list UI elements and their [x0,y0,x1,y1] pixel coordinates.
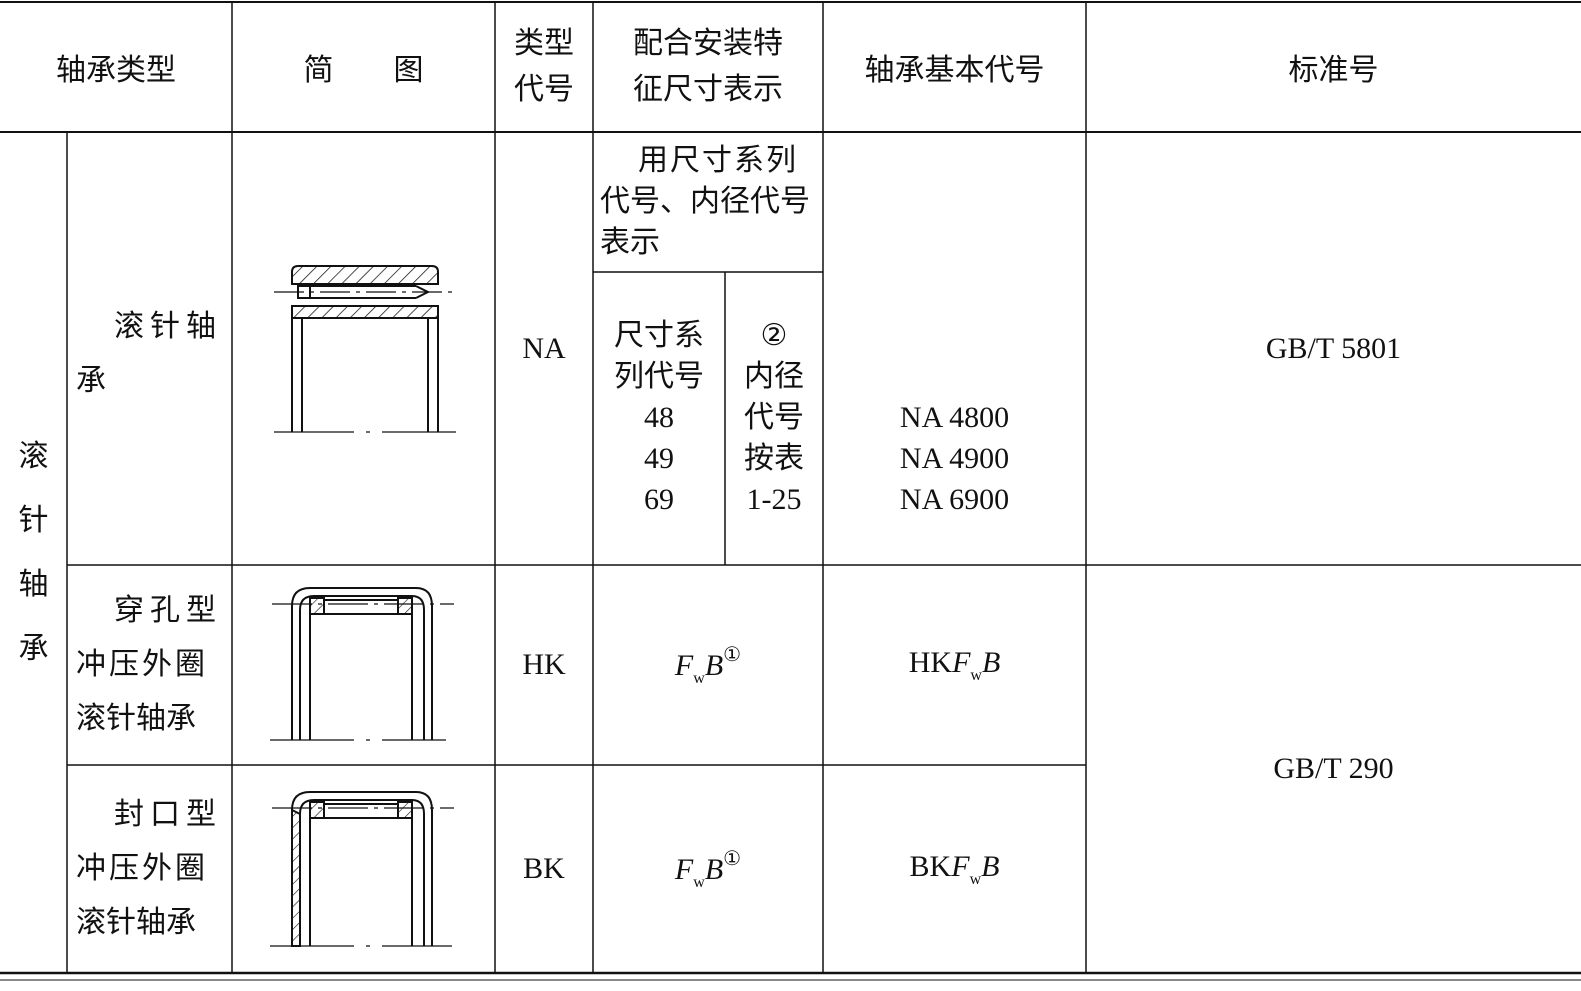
row-na-standard: GB/T 5801 [1265,331,1402,365]
header-bearing-type: 轴承类型 [56,53,176,88]
header-fit-dims-line2: 征尺寸表示 [633,72,783,107]
row-hk-name-line2: 冲压外圈 [76,647,208,682]
basic-prefix: BK [909,849,952,883]
header-type-code-line2: 代号 [514,72,574,107]
basic-code-item: NA 4800 [899,401,1010,434]
basic-B: B [981,645,1001,679]
row-na-name-line1: 滚针轴 [114,309,222,344]
row-bk-fit: FwB① [593,765,823,973]
row-na-name: 滚针轴 承 [76,300,226,408]
row-na-fit-left-line2: 列代号 [614,359,704,394]
fit-F: F [674,649,694,682]
row-hk-fit: FwB① [593,565,823,765]
group-label-char: 轴 [18,566,49,602]
row-na-fit-left-line1: 尺寸系 [614,318,704,353]
group-label-char: 承 [18,630,49,666]
row-bk-name-line2: 冲压外圈 [76,851,208,886]
row-na-fit-top-line1: 用尺寸系列 [638,143,798,178]
fit-right-line: 代号 [744,400,804,435]
basic-w: w [969,870,982,888]
header-type-code-line1: 类型 [514,26,574,61]
fit-note: ① [723,644,742,666]
basic-prefix: HK [908,645,953,679]
row-na-fit-left: 尺寸系 列代号 48 49 69 [593,315,725,520]
hk-bearing-sketch [270,587,454,741]
fit-B: B [704,853,724,886]
fit-right-line: 1-25 [746,483,802,516]
basic-F: F [952,645,971,679]
bk-bearing-sketch [270,791,454,947]
header-sketch: 简 图 [232,2,495,132]
row-na-basic-codes: NA 4800 NA 4900 NA 6900 [823,397,1086,520]
header-sketch-label: 简 图 [303,53,424,88]
row-na-fit-top-line2: 代号、内径代号 [600,184,810,219]
row-hk-bk-standard: GB/T 290 [1273,752,1394,785]
fit-note: ① [723,848,742,870]
fit-B: B [704,649,724,682]
row-bk-basic-code: BKFwB [823,765,1086,973]
header-fit-dims: 配合安装特 征尺寸表示 [593,2,823,132]
row-hk-name-line1: 穿孔型 [114,593,222,628]
header-basic-code: 轴承基本代号 [864,53,1045,88]
row-na-fit-right: ② 内径 代号 按表 1-25 [725,315,823,520]
row-bk-name: 封口型 冲压外圈 滚针轴承 [76,788,226,950]
header-standard: 标准号 [1288,53,1379,88]
row-bk-type-code: BK [523,852,565,885]
row-hk-basic-code: HKFwB [823,565,1086,765]
row-na-name-line2: 承 [76,363,106,398]
fit-right-line: 按表 [744,441,804,476]
group-label-char: 滚 [18,438,49,474]
series-code: 48 [644,401,674,434]
row-bk-name-line1: 封口型 [114,797,222,832]
fit-w: w [693,670,705,687]
basic-F: F [951,849,970,883]
fit-right-line: ② [760,318,788,353]
fit-w: w [693,874,705,891]
row-bk-name-line3: 滚针轴承 [76,905,196,940]
row-hk-name-line3: 滚针轴承 [76,701,196,736]
group-label: 滚 针 轴 承 [0,132,67,973]
series-code: 69 [644,483,674,516]
header-fit-dims-line1: 配合安装特 [633,26,783,61]
basic-B: B [981,849,1000,883]
series-code: 49 [644,442,674,475]
basic-w: w [970,666,982,684]
row-hk-name: 穿孔型 冲压外圈 滚针轴承 [76,584,226,746]
row-na-type-code: NA [522,331,566,365]
basic-code-item: NA 4900 [899,442,1010,475]
row-na-fit-top: 用尺寸系列 代号、内径代号 表示 [600,140,818,263]
row-na-fit-top-line3: 表示 [600,225,660,260]
fit-F: F [674,853,694,886]
row-hk-type-code: HK [522,648,566,681]
fit-right-line: 内径 [744,359,804,394]
basic-code-item: NA 6900 [899,483,1010,516]
group-label-char: 针 [18,502,49,538]
na-bearing-sketch [274,265,456,433]
header-type-code: 类型 代号 [495,2,593,132]
